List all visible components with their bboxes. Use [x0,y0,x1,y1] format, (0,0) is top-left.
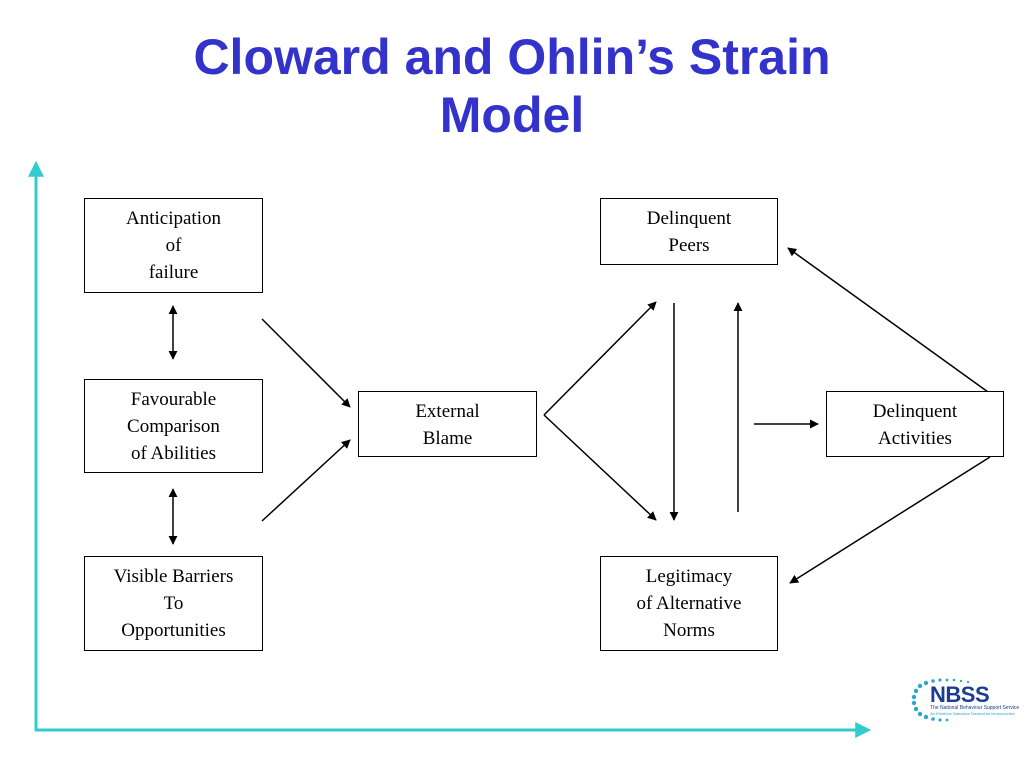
arrow-external-to-peers [543,301,657,416]
box-visible-barriers: Visible Barriers To Opportunities [84,556,263,651]
box-text: Activities [878,428,952,449]
box-favourable-comparison: Favourable Comparison of Abilities [84,379,263,473]
box-text: of [165,235,182,256]
arrow-external-to-legitimacy [543,414,657,521]
box-text: Delinquent [872,401,958,422]
arrow-activities-to-legitimacy [789,456,991,584]
box-delinquent-activities: Delinquent Activities [826,391,1004,457]
box-text: failure [148,262,199,283]
box-text: Delinquent [646,208,732,229]
logo-tagline-english: The National Behaviour Support Service [930,705,1020,711]
box-text: External [415,401,480,422]
box-text: Blame [422,428,473,449]
box-text: Peers [668,235,710,256]
axis-frame [28,160,872,738]
arrow-activities-to-peers [787,247,989,393]
box-text: To [163,593,184,614]
box-text: Comparison [127,416,220,437]
title-line-1: Cloward and Ohlin’s Strain [193,29,831,85]
box-text: Anticipation [126,208,221,229]
box-text: Visible Barriers [113,566,234,587]
box-anticipation-of-failure: Anticipation of failure [84,198,263,293]
box-legitimacy-norms: Legitimacy of Alternative Norms [600,556,778,651]
arrow-anticipation-to-external [261,318,351,408]
box-delinquent-peers: Delinquent Peers [600,198,778,265]
box-text: Favourable [130,389,217,410]
title-line-2: Model [439,87,585,143]
arrow-visible-to-external [261,439,351,522]
logo-tagline-irish: An tSeirbhís Náisiúnta Tacaíochta Iompra… [930,711,1015,716]
logo-name: NBSS [930,682,990,707]
box-text: Opportunities [121,620,226,641]
box-text: Norms [663,620,715,641]
box-text: of Alternative [636,593,742,614]
page-title: Cloward and Ohlin’s Strain Model [0,28,1024,144]
box-text: of Abilities [131,443,216,464]
box-text: Legitimacy [645,566,733,587]
nbss-logo-icon [911,678,970,722]
box-external-blame: External Blame [358,391,537,457]
